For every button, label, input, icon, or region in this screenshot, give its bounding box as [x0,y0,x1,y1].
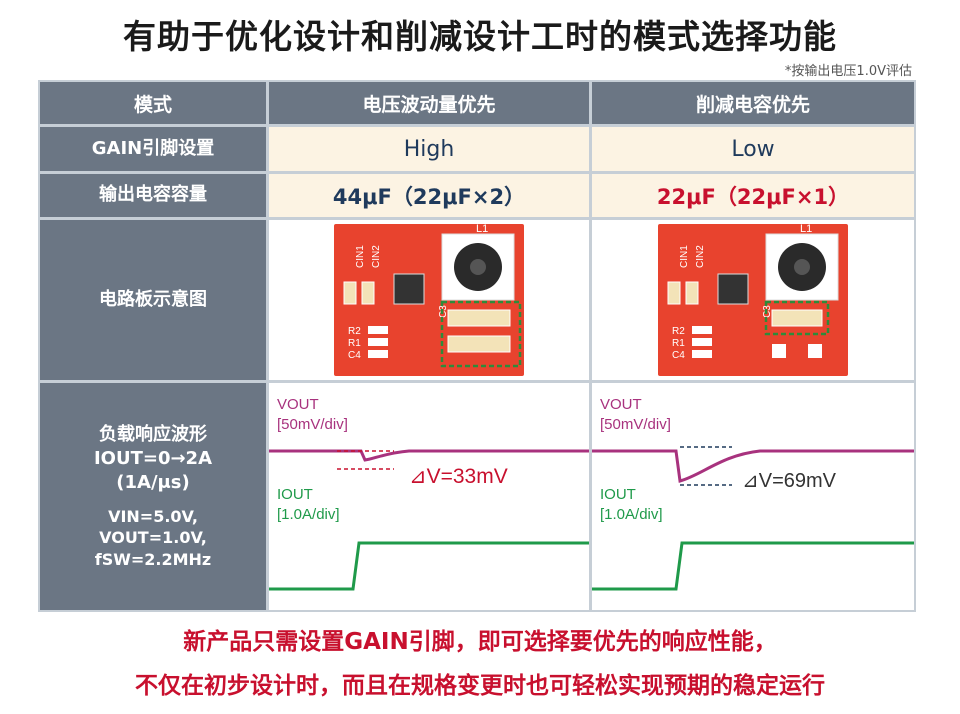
iout-scale: [1.0A/div] [277,506,340,523]
gain-high-value: High [269,127,589,171]
gain-low-value: Low [592,127,914,171]
label-gain-setting: GAIN引脚设置 [40,127,266,171]
vout-scale: [50mV/div] [600,416,671,433]
label-vin: VIN=5.0V, [108,506,198,526]
header-mode: 模式 [40,82,266,124]
waveform-right: VOUT [50mV/div] ⊿V=69mV IOUT [1.0A/div] [592,396,914,591]
label-fsw: fSW=2.2MHz [94,549,212,569]
r2-label: R2 [348,326,361,337]
iout-label: IOUT [600,486,636,503]
label-output-capacitance: 输出电容容量 [40,174,266,217]
label-load-response-title: 负载响应波形 [99,423,207,445]
vout-label: VOUT [600,396,642,413]
cin1-label: CIN1 [355,245,366,268]
capacitance-right-value: 22μF（22μF×1） [592,174,914,217]
iout-label: IOUT [277,486,313,503]
r1-label: R1 [672,338,685,349]
l1-label: L1 [476,223,488,235]
label-load-response: 负载响应波形 IOUT=0→2A (1A/μs) VIN=5.0V, VOUT=… [40,383,266,610]
board-left-cell: CIN1 CIN2 L1 C3 R2 R1 C4 [269,220,589,380]
header-voltage-priority: 电压波动量优先 [269,82,589,124]
c4-label: C4 [672,350,685,361]
right-delta-v: ⊿V=69mV [742,470,837,492]
waveform-left: VOUT [50mV/div] ⊿V=33mV IOUT [1.0A/div] [269,396,589,591]
board-right-cell: CIN1 CIN2 L1 C3 R2 R1 C4 [592,220,914,380]
evaluation-note: *按输出电压1.0V评估 [784,64,912,79]
label-vout: VOUT=1.0V, [99,528,207,548]
header-capacitor-priority: 削减电容优先 [592,82,914,124]
footer-line-1: 新产品只需设置GAIN引脚，即可选择要优先的响应性能， [183,629,777,655]
board-right-image: CIN1 CIN2 L1 C3 R2 R1 C4 [658,223,848,376]
cin1-label: CIN1 [679,245,690,268]
label-slew: (1A/μs) [116,472,190,494]
r2-label: R2 [672,326,685,337]
comparison-table: 模式 电压波动量优先 削减电容优先 GAIN引脚设置 High Low 输出电容… [38,80,916,612]
label-iout-step: IOUT=0→2A [93,447,213,469]
cin2-label: CIN2 [371,245,382,268]
l1-label: L1 [800,223,812,235]
vout-scale: [50mV/div] [277,416,348,433]
c4-label: C4 [348,350,361,361]
capacitance-left-value: 44μF（22μF×2） [269,174,589,217]
waveform-left-cell: VOUT [50mV/div] ⊿V=33mV IOUT [1.0A/div] [269,383,589,610]
footer-line-2: 不仅在初步设计时，而且在规格变更时也可轻松实现预期的稳定运行 [135,673,825,699]
iout-scale: [1.0A/div] [600,506,663,523]
r1-label: R1 [348,338,361,349]
c3-label: C3 [762,305,773,318]
page-title: 有助于优化设计和削减设计工时的模式选择功能 [123,17,837,56]
vout-label: VOUT [277,396,319,413]
c3-label: C3 [438,305,449,318]
waveform-right-cell: VOUT [50mV/div] ⊿V=69mV IOUT [1.0A/div] [592,383,914,610]
left-delta-v: ⊿V=33mV [409,465,508,488]
label-board-diagram: 电路板示意图 [40,220,266,380]
cin2-label: CIN2 [695,245,706,268]
board-left-image: CIN1 CIN2 L1 C3 R2 R1 C4 [334,223,524,376]
